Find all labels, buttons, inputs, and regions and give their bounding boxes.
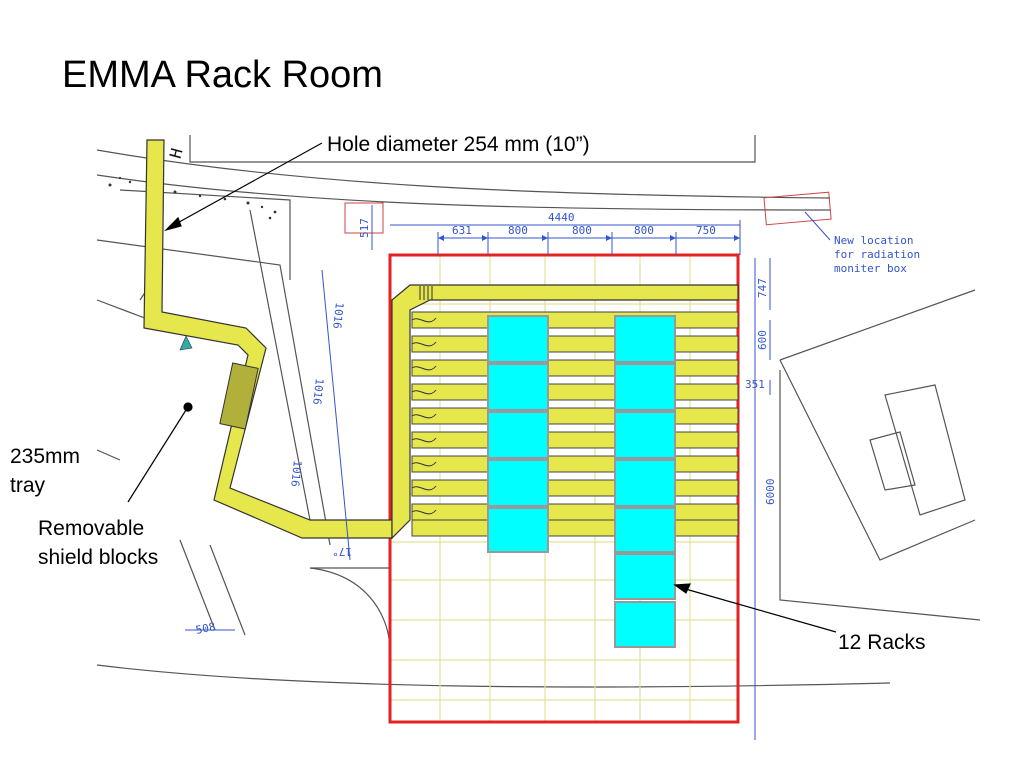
shield-block (219, 362, 259, 430)
cable-tray (143, 139, 739, 540)
rack-5 (487, 507, 549, 553)
building-walls (96, 135, 981, 688)
small-box-left (344, 202, 384, 234)
tray-rows (411, 311, 739, 537)
dim-overall-width: 4440 (548, 211, 575, 224)
rack-1 (487, 315, 549, 363)
tray-curls (411, 286, 437, 515)
callout-arrows (127, 142, 837, 633)
racks (487, 315, 676, 648)
rack-10 (614, 507, 676, 553)
tray-width-label: 235mm tray (10, 445, 81, 497)
dim-right-small: 351 (745, 378, 765, 391)
dim-right-row: 600 (756, 330, 769, 350)
dim-tray-seg-1: 1016 (330, 302, 346, 330)
rack-11 (614, 553, 676, 600)
dimension-labels: 4440 631 800 800 800 750 517 747 600 351… (195, 211, 777, 637)
h-marker: H (166, 146, 187, 160)
dim-col-4: 800 (634, 224, 654, 237)
rack-2 (487, 363, 549, 411)
rack-3 (487, 411, 549, 459)
dim-tray-seg-3: 1016 (288, 460, 304, 488)
dim-angle: 17° (332, 545, 352, 558)
rack-4 (487, 459, 549, 507)
dim-col-5: 750 (696, 224, 716, 237)
dim-col-3: 800 (572, 224, 592, 237)
monitor-note-line: New location (834, 234, 913, 247)
dim-col-2: 800 (508, 224, 528, 237)
racks-count-label: 12 Racks (838, 631, 926, 654)
monitor-box (763, 191, 832, 226)
rack-6 (614, 315, 676, 363)
dim-tray-bottom: 508 (195, 620, 217, 637)
tray-arrow-marker (179, 335, 193, 351)
gravel-band (108, 176, 277, 220)
dim-col-1: 631 (452, 224, 472, 237)
hole-diameter-label: Hole diameter 254 mm (10”) (327, 133, 590, 156)
slide-title: EMMA Rack Room (62, 54, 383, 96)
dim-right-top: 747 (756, 278, 769, 298)
dim-room-length: 6000 (764, 479, 777, 506)
rack-12 (614, 601, 676, 648)
dimension-lines (185, 205, 771, 740)
dimension-ticks (438, 235, 740, 241)
dim-left-offset: 517 (358, 218, 371, 238)
shield-blocks-label: Removable shield blocks (38, 517, 159, 569)
dim-tray-seg-2: 1016 (310, 378, 326, 406)
rack-8 (614, 411, 676, 459)
rack-7 (614, 363, 676, 411)
rack-9 (614, 459, 676, 507)
